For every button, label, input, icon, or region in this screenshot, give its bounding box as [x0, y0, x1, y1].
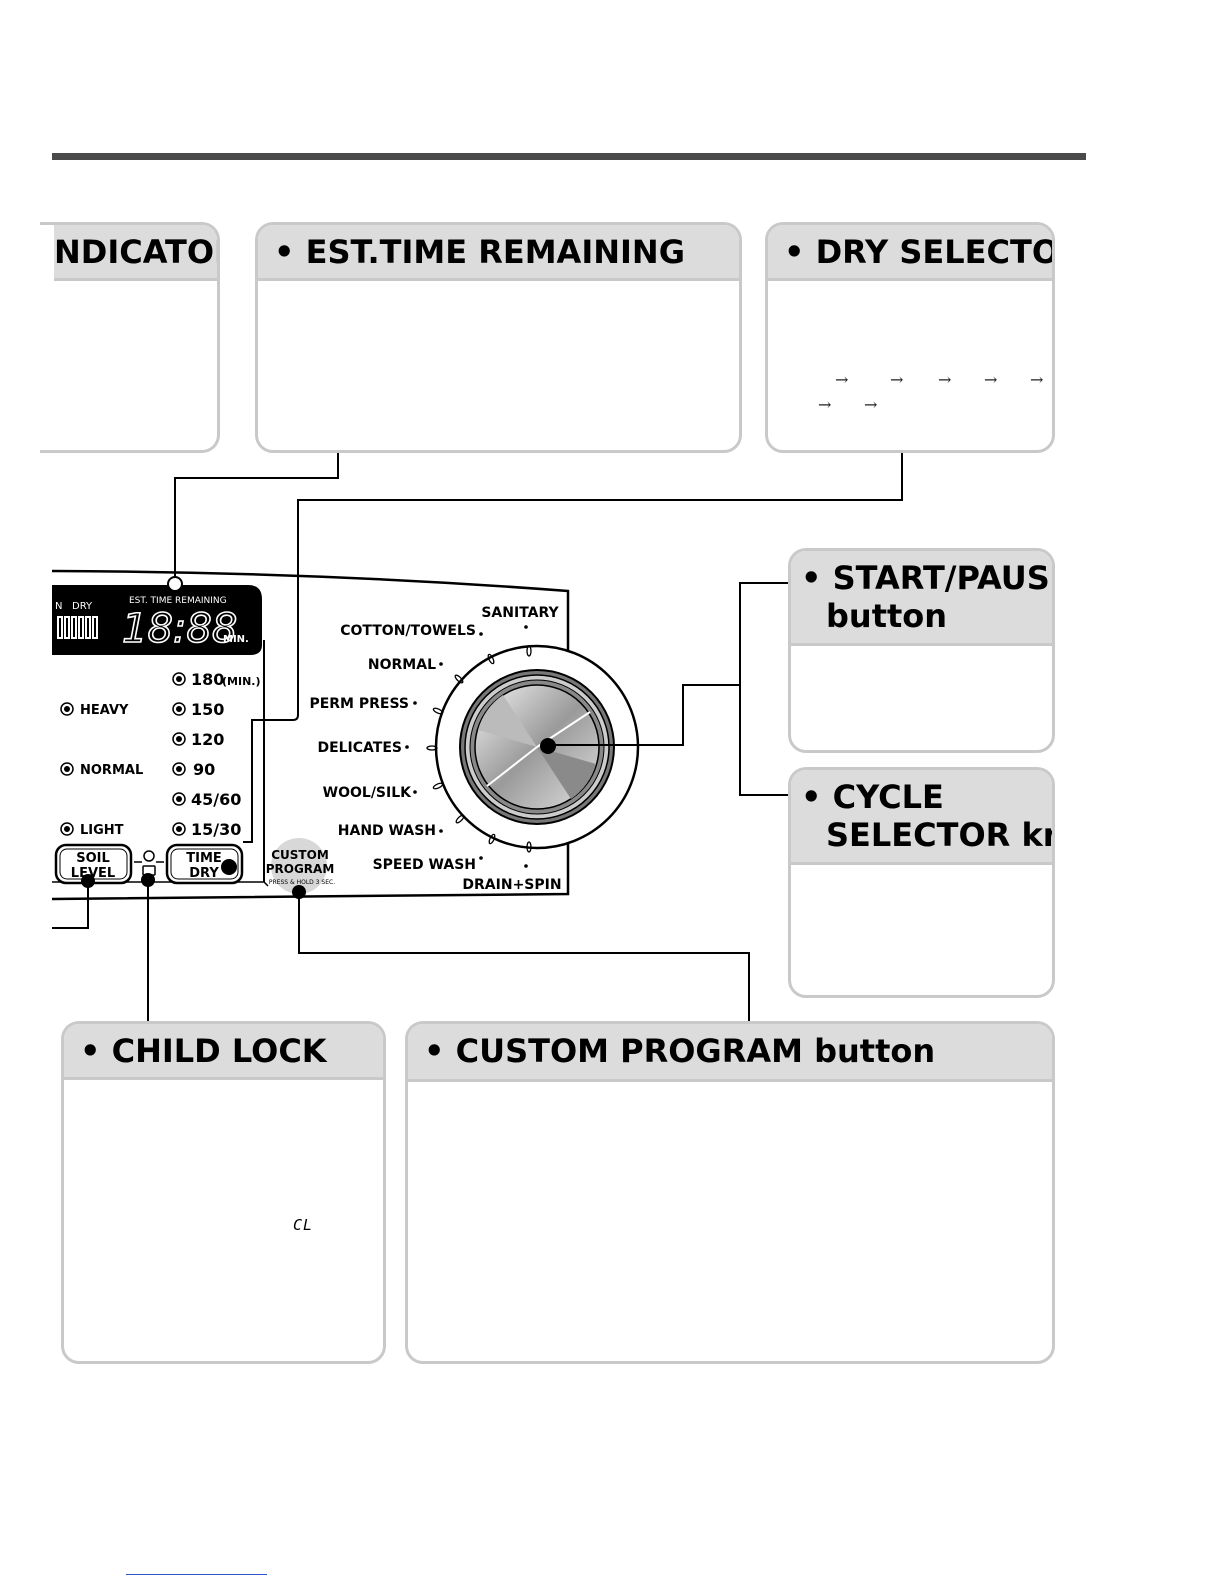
cycle-selector-title-line1: • CYCLE: [801, 778, 944, 816]
progress-bars: [57, 616, 98, 639]
custom-program-box: • CUSTOM PROGRAM button: [405, 1021, 1055, 1364]
header-rule: [52, 153, 1086, 160]
dry-arrow: →: [864, 395, 878, 414]
cycle-selector-box: • CYCLE SELECTOR knob: [788, 767, 1055, 998]
soil-level-label: LIGHT: [80, 823, 124, 838]
cycle-label: COTTON/TOWELS: [340, 623, 476, 639]
indicator-title: NDICATOR: [54, 225, 217, 281]
est-time-panel-label: EST. TIME REMAINING: [129, 596, 227, 606]
time-dry-option: 120: [191, 730, 224, 749]
child-lock-icon: [134, 850, 164, 876]
leader-lines: [52, 453, 903, 1021]
cycle-dots: [405, 625, 528, 868]
time-dry-option: 15/30: [191, 820, 241, 839]
start-pause-title-line2: button: [826, 597, 948, 635]
custom-program-button-note: PRESS & HOLD 3 SEC.: [269, 879, 335, 886]
dry-selector-title: • DRY SELECTOR: [768, 225, 1052, 281]
cycle-label: NORMAL: [368, 657, 436, 673]
soil-level-button-label: LEVEL: [71, 866, 115, 881]
min-label: MIN.: [223, 634, 249, 645]
time-dry-button-label: DRY: [189, 866, 219, 881]
child-lock-cl-glyph: CL: [293, 1216, 314, 1234]
status-label: N: [55, 601, 62, 612]
indicator-box: NDICATOR: [40, 222, 220, 453]
time-dry-button-label: TIME: [186, 851, 222, 866]
display-panel: [52, 585, 262, 655]
cycle-label: SPEED WASH: [373, 857, 476, 873]
time-dry-button: [165, 843, 244, 885]
soil-level-label: HEAVY: [80, 703, 129, 718]
cycle-selector-title-line2: SELECTOR knob: [826, 816, 1052, 854]
start-pause-title-line1: • START/PAUSE: [801, 559, 1055, 597]
cycle-label: DRAIN+SPIN: [462, 877, 561, 893]
cycle-selector-knob: [474, 684, 600, 810]
panel-outline: [51, 569, 570, 901]
cycle-label: DELICATES: [317, 740, 402, 756]
start-pause-box: • START/PAUSE button: [788, 548, 1055, 753]
soil-level-label: NORMAL: [80, 763, 143, 778]
soil-level-button: [54, 843, 133, 885]
est-time-title: • EST.TIME REMAINING: [258, 225, 739, 281]
footer-link-underline: [126, 1574, 267, 1575]
dry-arrow: →: [890, 370, 904, 389]
custom-program-button-label: PROGRAM: [266, 862, 335, 876]
custom-program-button-label: CUSTOM: [271, 848, 329, 862]
time-dry-unit: (MIN.): [222, 675, 260, 688]
cycle-label: PERM PRESS: [309, 696, 409, 712]
dry-arrow: →: [938, 370, 952, 389]
time-display-digits: 18:88: [122, 606, 237, 652]
soil-level-button-label: SOIL: [76, 851, 110, 866]
time-dry-option: 45/60: [191, 790, 241, 809]
panel-inner-line: [52, 881, 269, 887]
time-dry-indicators: 180 (MIN.) 150 120 90 45/60 15/30: [172, 670, 260, 839]
cycle-label: SANITARY: [481, 605, 559, 621]
time-dry-option: 90: [193, 760, 215, 779]
child-lock-title: • CHILD LOCK: [64, 1024, 383, 1080]
cycle-label: WOOL/SILK: [323, 785, 412, 801]
cycle-label: HAND WASH: [338, 823, 436, 839]
time-dry-option: 180: [191, 670, 224, 689]
leader-dots: [81, 576, 556, 899]
est-time-box: • EST.TIME REMAINING: [255, 222, 742, 453]
custom-program-button: [271, 838, 327, 894]
dry-arrow: →: [1030, 370, 1044, 389]
cycle-dial: [426, 644, 640, 853]
cycle-selector-title: • CYCLE SELECTOR knob: [791, 770, 1052, 865]
dry-selector-box: • DRY SELECTOR: [765, 222, 1055, 453]
dry-arrow: →: [984, 370, 998, 389]
dry-arrow: →: [818, 395, 832, 414]
dry-arrow: →: [835, 370, 849, 389]
custom-program-title: • CUSTOM PROGRAM button: [408, 1024, 1052, 1082]
child-lock-box: • CHILD LOCK: [61, 1021, 386, 1364]
soil-level-indicators: HEAVY NORMAL LIGHT: [60, 702, 143, 838]
time-dry-option: 150: [191, 700, 224, 719]
status-label: DRY: [72, 601, 93, 612]
start-pause-title: • START/PAUSE button: [791, 551, 1052, 646]
